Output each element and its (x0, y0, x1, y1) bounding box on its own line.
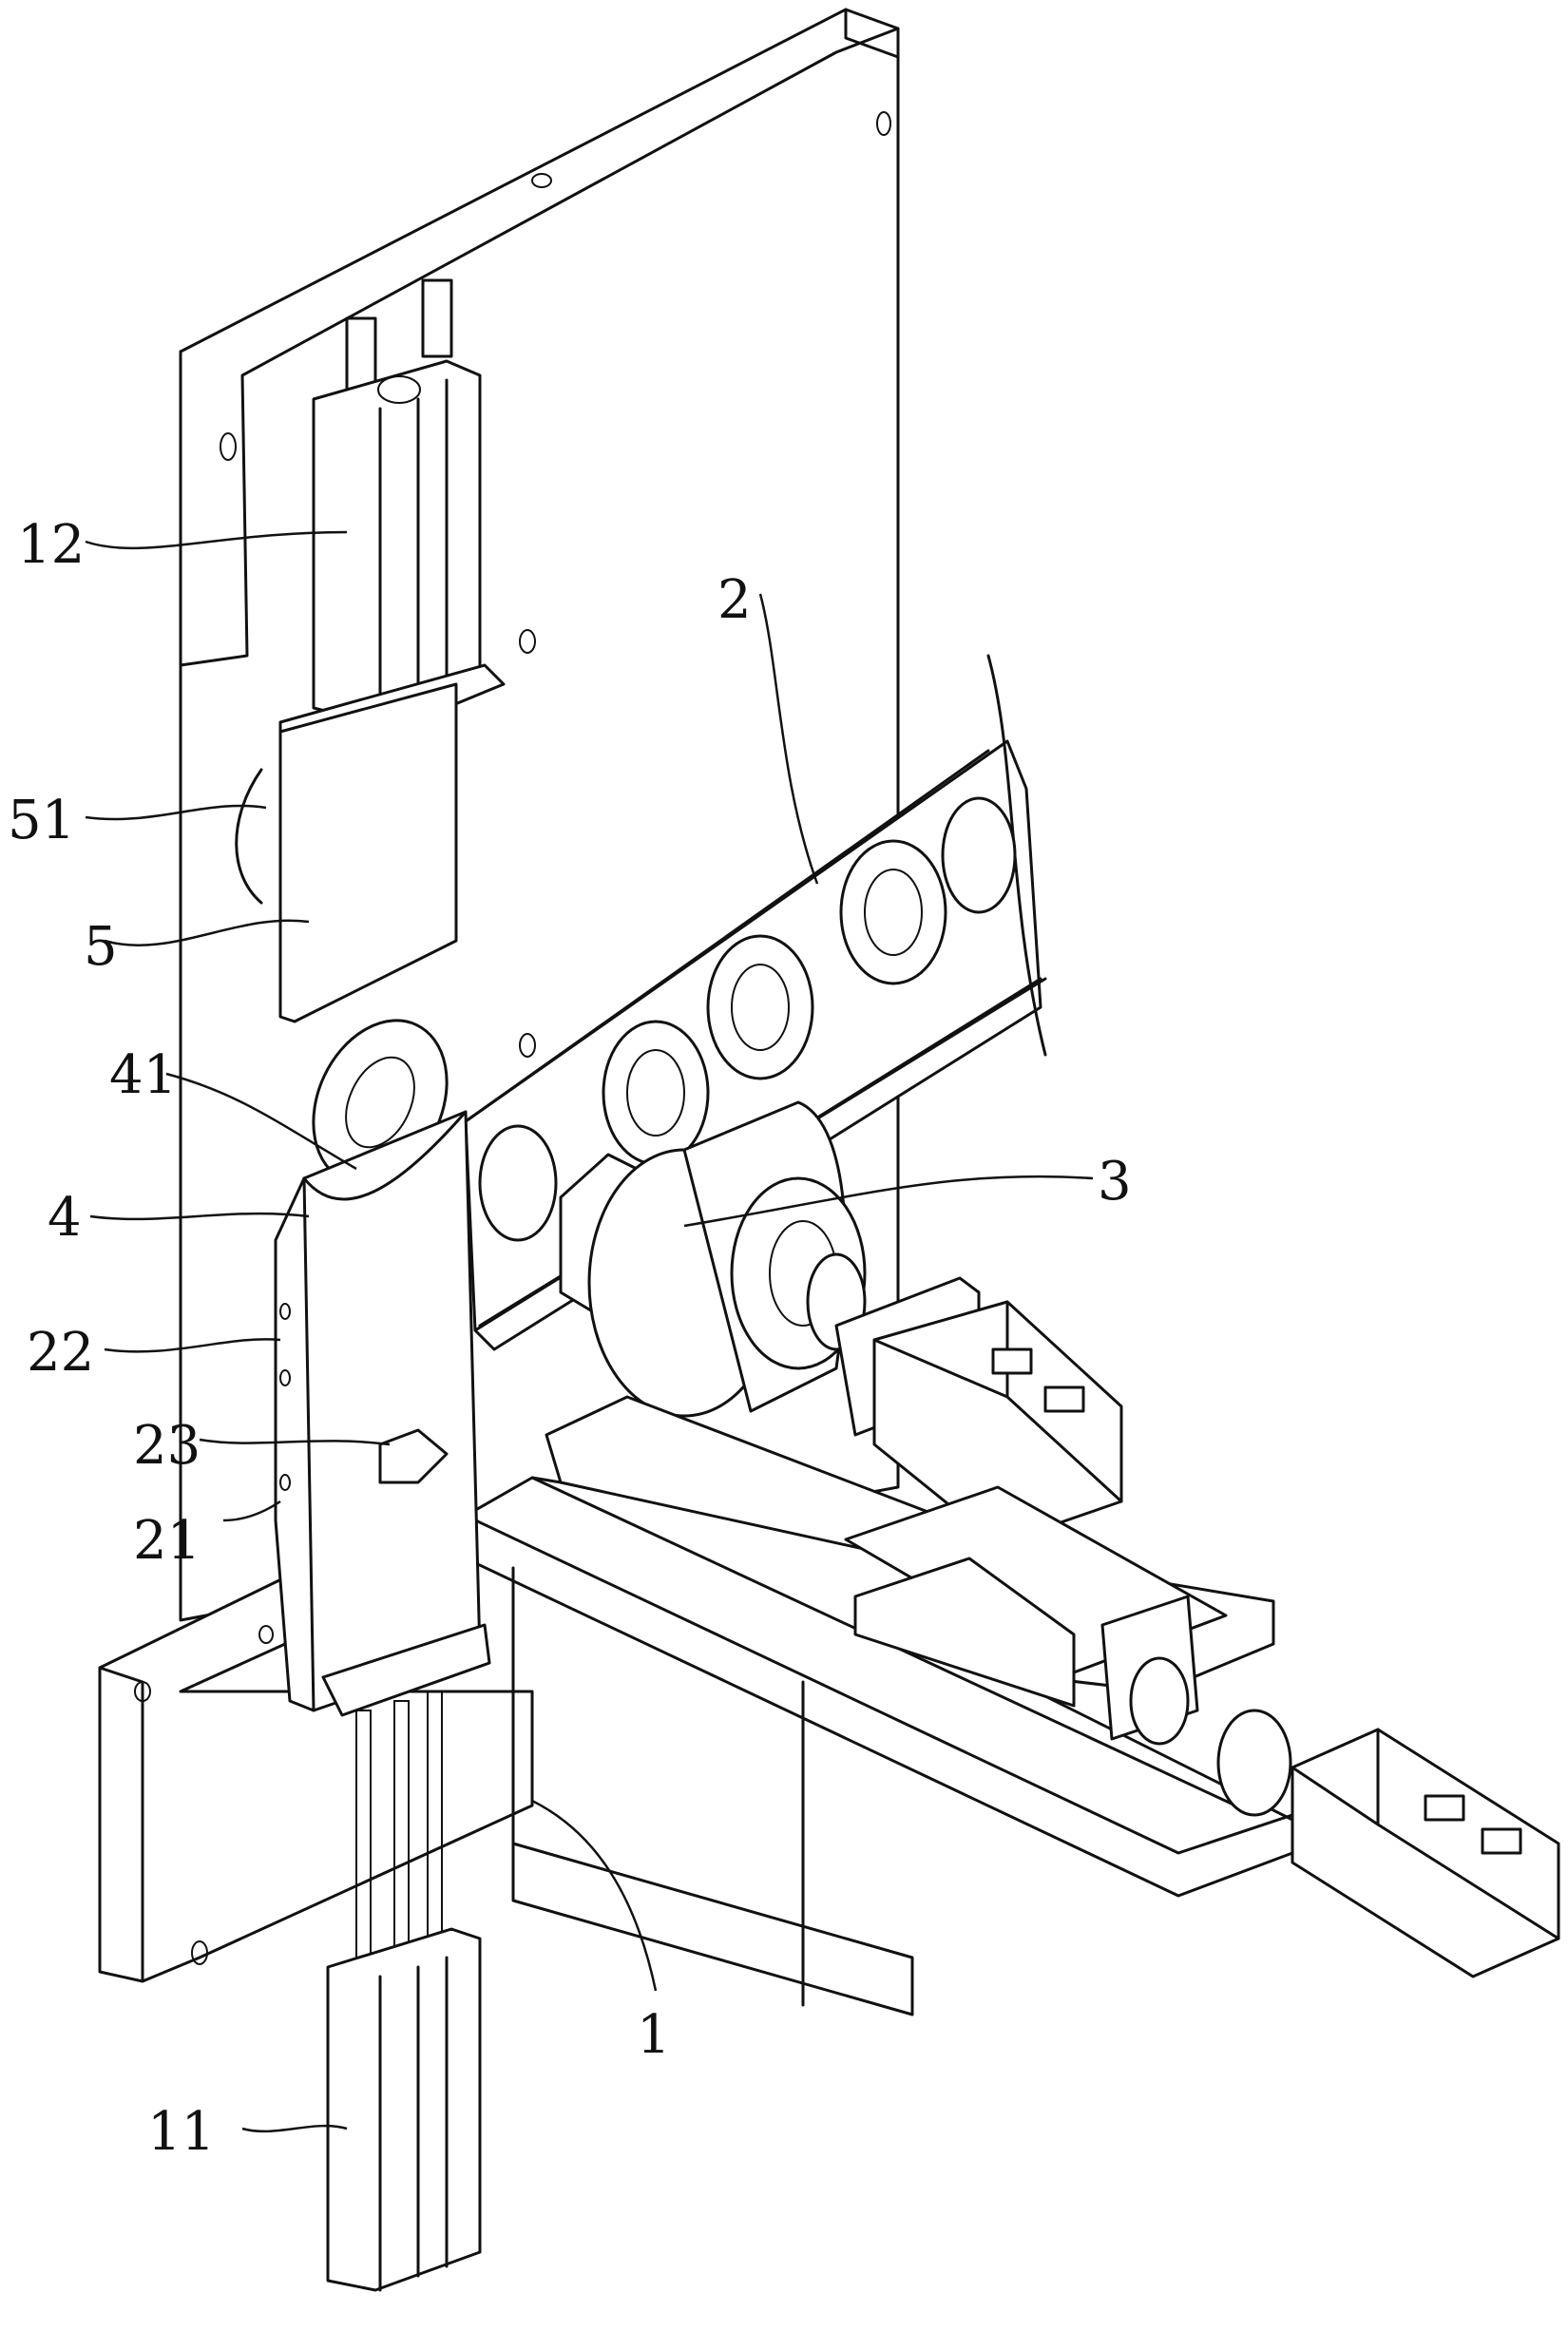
lower-cylinder (326, 1691, 482, 2292)
upper-motor (834, 1276, 1123, 1546)
label-11: 11 (147, 2101, 215, 2163)
label-3: 3 (1098, 1151, 1132, 1213)
label-51: 51 (8, 790, 75, 851)
label-5: 5 (84, 916, 118, 978)
lift-column (274, 1110, 491, 1717)
slide-base (464, 1395, 1323, 2016)
press-block (235, 663, 506, 1023)
chuck-assembly (559, 1100, 867, 1418)
upper-cylinder (312, 278, 482, 724)
label-12: 12 (17, 514, 85, 576)
label-22: 22 (27, 1322, 94, 1384)
label-21: 21 (133, 1510, 201, 1572)
label-1: 1 (637, 2004, 671, 2066)
label-4: 4 (48, 1187, 82, 1249)
label-23: 23 (133, 1415, 201, 1477)
lower-motor (1216, 1709, 1560, 1978)
label-41: 41 (109, 1044, 177, 1106)
label-2: 2 (717, 569, 752, 631)
leader-lines (85, 530, 1094, 2133)
